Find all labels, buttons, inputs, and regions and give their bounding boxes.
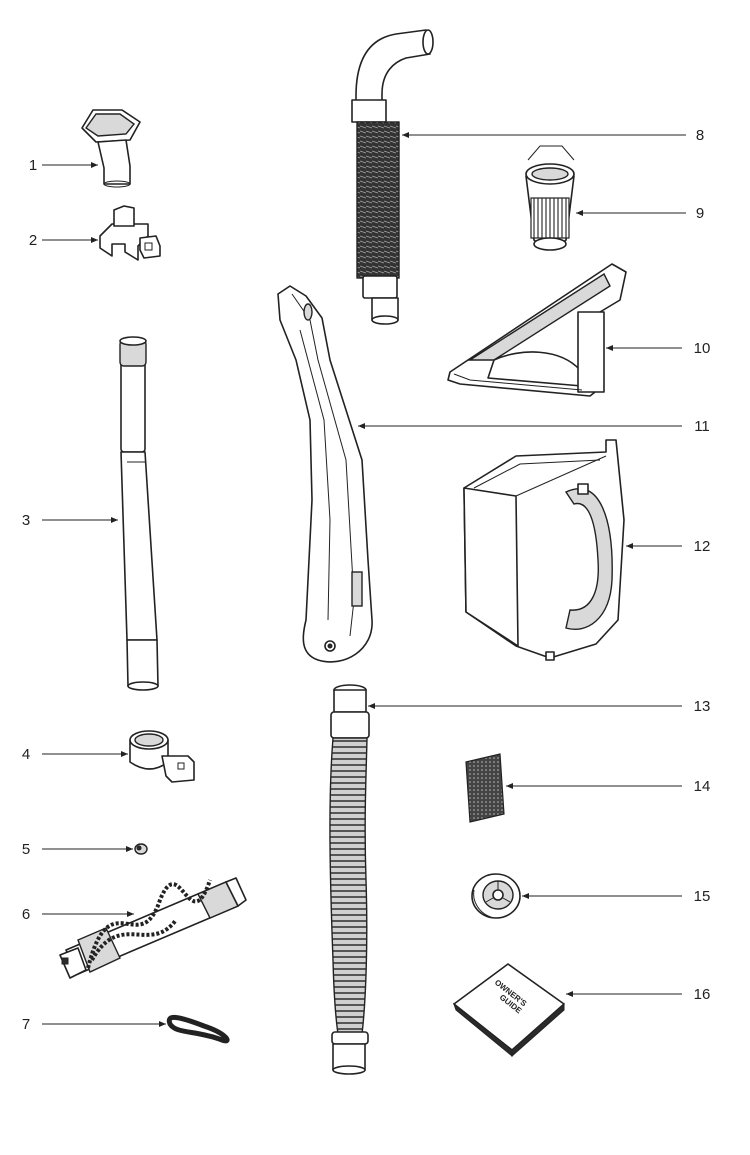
callout-7: 7 <box>22 1016 30 1033</box>
part-14-filter-pad <box>465 753 505 823</box>
callout-2: 2 <box>29 232 37 249</box>
callout-10: 10 <box>694 340 711 357</box>
callout-15: 15 <box>694 888 711 905</box>
callout-9: 9 <box>696 205 704 222</box>
callout-6: 6 <box>22 906 30 923</box>
part-8-upper-hose <box>351 29 434 325</box>
callout-1: 1 <box>29 157 37 174</box>
callout-16: 16 <box>694 986 711 1003</box>
callout-5: 5 <box>22 841 30 858</box>
part-12-dirt-cup <box>463 439 625 661</box>
callout-8: 8 <box>696 127 704 144</box>
part-3-extension-wand <box>119 336 159 691</box>
part-15-wheel <box>471 873 521 919</box>
part-2-hose-clip <box>99 205 161 261</box>
part-10-dirt-cup-lid <box>447 263 627 397</box>
part-11-handle <box>277 285 373 663</box>
part-16-owners-guide: OWNER'S GUIDE <box>452 963 565 1058</box>
callout-14: 14 <box>694 778 711 795</box>
part-13-lower-hose <box>329 684 370 1075</box>
callout-3: 3 <box>22 512 30 529</box>
part-7-belt <box>166 1015 230 1044</box>
part-6-brushroll <box>59 877 247 979</box>
callout-11: 11 <box>694 418 710 435</box>
callouts: 1 2 3 4 5 6 7 8 9 10 11 12 13 14 15 16 <box>22 127 711 1033</box>
callout-13: 13 <box>694 698 711 715</box>
callout-4: 4 <box>22 746 30 763</box>
part-5-small-cap <box>134 843 148 855</box>
callout-12: 12 <box>694 538 711 555</box>
part-9-cartridge-filter <box>525 145 575 251</box>
part-1-upholstery-tool <box>81 109 141 188</box>
part-4-hose-adapter <box>129 730 195 783</box>
